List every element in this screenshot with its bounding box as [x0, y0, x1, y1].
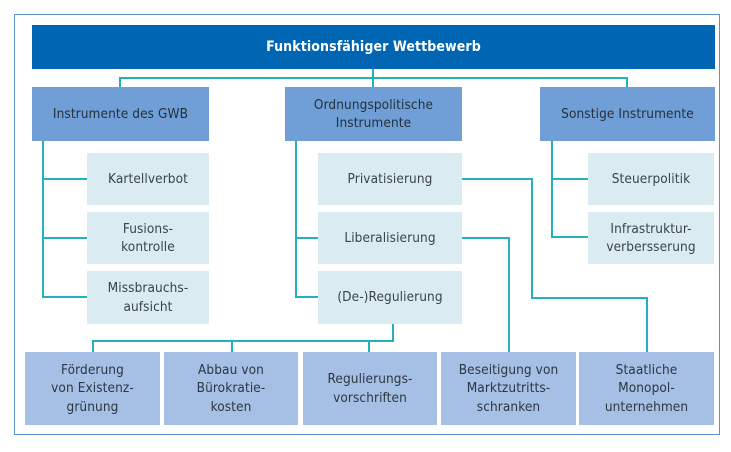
category-sonstige-instrumente: Sonstige Instrumente [540, 87, 715, 141]
instrument-label: Liberalisierung [344, 229, 436, 246]
instrument-missbrauchsaufsicht: Missbrauchs- aufsicht [87, 271, 209, 324]
instrument-label: Infrastruktur- verbersserung [606, 220, 696, 255]
category-label: Ordnungspolitische Instrumente [313, 96, 434, 131]
title-box: Funktionsfähiger Wettbewerb [32, 25, 715, 69]
connector-deregulierung-outcomes [92, 324, 394, 352]
instrument-privatisierung: Privatisierung [318, 153, 462, 205]
title-text: Funktionsfähiger Wettbewerb [266, 38, 481, 55]
outcome-label: Beseitigung von Marktzutritts- schranken [458, 362, 559, 415]
outcome-label: Abbau von Bürokratie- kosten [196, 362, 266, 415]
instrument-deregulierung: (De-)Regulierung [318, 271, 462, 324]
diagram-frame [14, 14, 720, 435]
instrument-liberalisierung: Liberalisierung [318, 212, 462, 264]
instrument-infrastrukturverbesserung: Infrastruktur- verbersserung [588, 212, 714, 264]
outcome-regulierungsvorschriften: Regulierungs- vorschriften [303, 352, 437, 425]
outcome-label: Regulierungs- vorschriften [327, 371, 413, 406]
instrument-label: Steuerpolitik [611, 170, 691, 187]
connector-ordnung-branch [295, 141, 318, 298]
instrument-label: Fusions- kontrolle [121, 220, 175, 255]
category-label: Sonstige Instrumente [561, 105, 694, 122]
category-label: Instrumente des GWB [52, 105, 189, 122]
connector-liberalisierung-outcome [462, 237, 510, 352]
category-ordnungspolitische-instrumente: Ordnungspolitische Instrumente [285, 87, 462, 141]
connector-privatisierung-outcome [462, 178, 648, 352]
instrument-label: Privatisierung [347, 170, 433, 187]
outcome-existenzgruendung: Förderung von Existenz- grünung [25, 352, 160, 425]
connector-sonstige-branch [551, 141, 588, 238]
outcome-label: Staatliche Monopol- unternehmen [604, 362, 689, 415]
connector-gwb-branch [42, 141, 87, 298]
instrument-label: Missbrauchs- aufsicht [107, 280, 189, 315]
instrument-kartellverbot: Kartellverbot [87, 153, 209, 205]
instrument-fusionskontrolle: Fusions- kontrolle [87, 212, 209, 264]
category-instrumente-gwb: Instrumente des GWB [32, 87, 209, 141]
outcome-label: Förderung von Existenz- grünung [51, 362, 134, 415]
instrument-label: (De-)Regulierung [337, 289, 443, 306]
outcome-marktzutrittsschranken: Beseitigung von Marktzutritts- schranken [441, 352, 576, 425]
instrument-steuerpolitik: Steuerpolitik [588, 153, 714, 205]
outcome-buerokratiekosten: Abbau von Bürokratie- kosten [164, 352, 298, 425]
outcome-monopolunternehmen: Staatliche Monopol- unternehmen [579, 352, 714, 425]
instrument-label: Kartellverbot [108, 170, 188, 187]
